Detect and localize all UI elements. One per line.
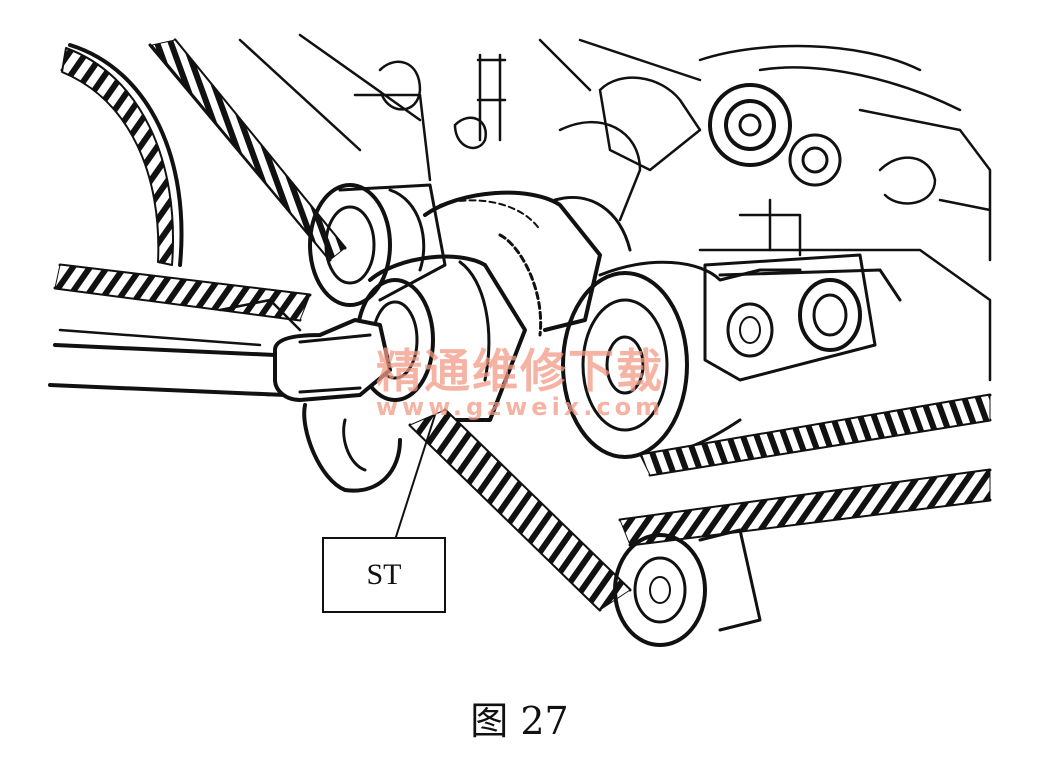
left-cam-sprocket [60,43,184,267]
crank-sprocket [613,528,762,647]
watermark-text: 精通维修下载 [376,344,664,398]
callout-label-text: ST [366,558,402,591]
figure-caption: 图 27 [470,699,569,743]
lower-left-belt [53,263,312,322]
lower-timing-belt [408,393,992,612]
special-tool-wrench [48,318,402,493]
callout-label-st: ST [322,537,446,613]
callout-leader-line [394,414,436,541]
upper-idler-pulley [708,83,842,187]
watermark-url: www.gzweix.com [375,393,665,421]
tensioner-bracket [703,253,877,382]
engine-block-background [53,33,992,397]
center-sprocket [423,190,632,337]
upper-timing-belt [148,38,347,262]
front-tensioner-roller [355,254,527,422]
